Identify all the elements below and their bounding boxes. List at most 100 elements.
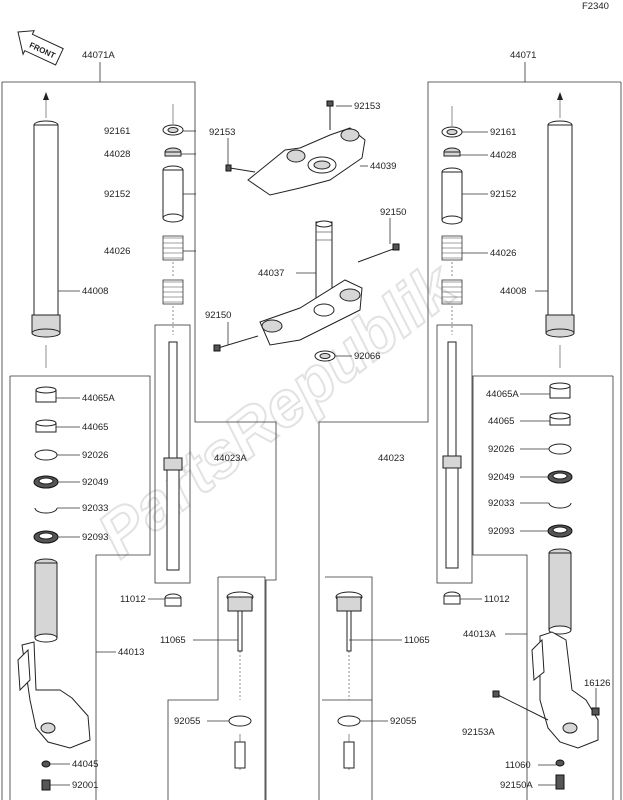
right-collar-11012 bbox=[443, 591, 461, 605]
left-assembly-outline bbox=[2, 81, 277, 800]
label-44037: 44037 bbox=[258, 268, 284, 279]
label-44008-left: 44008 bbox=[82, 286, 108, 297]
label-11060: 11060 bbox=[505, 760, 531, 771]
right-spring-44026 bbox=[441, 235, 463, 335]
label-44045: 44045 bbox=[72, 759, 98, 770]
left-circlip-92033 bbox=[34, 507, 58, 514]
label-44071A: 44071A bbox=[82, 50, 115, 61]
right-assembly-outline bbox=[318, 81, 621, 800]
right-bushing-44065A bbox=[549, 382, 571, 399]
left-inner-tube bbox=[17, 558, 91, 749]
right-cartridge-box bbox=[322, 576, 373, 800]
front-arrow-icon: FRONT bbox=[17, 30, 64, 66]
label-44026-right: 44026 bbox=[490, 248, 516, 259]
left-lower-group-box bbox=[10, 375, 151, 800]
label-92093-right: 92093 bbox=[488, 526, 514, 537]
left-damper-box bbox=[154, 324, 191, 584]
label-92055-right: 92055 bbox=[390, 716, 416, 727]
watermark: PartsRepublik bbox=[84, 247, 470, 571]
right-outer-tube bbox=[545, 92, 575, 368]
right-cartridge-11065 bbox=[335, 591, 363, 700]
left-cartridge-box bbox=[167, 576, 266, 800]
label-44026-left: 44026 bbox=[104, 246, 130, 257]
label-92049-right: 92049 bbox=[488, 472, 514, 483]
left-cap-92161 bbox=[162, 104, 184, 136]
left-oil-seal-92049 bbox=[33, 475, 59, 489]
label-44013-left: 44013 bbox=[118, 647, 144, 658]
label-44065A-right: 44065A bbox=[486, 389, 519, 400]
bolt-92153-left bbox=[225, 164, 256, 173]
right-cap-92161 bbox=[441, 106, 463, 138]
label-44023A: 44023A bbox=[214, 453, 247, 464]
label-92161-left: 92161 bbox=[104, 126, 130, 137]
label-44071: 44071 bbox=[510, 50, 536, 61]
right-bolt-92153A bbox=[492, 690, 549, 721]
label-44013A: 44013A bbox=[463, 629, 496, 640]
label-92001: 92001 bbox=[72, 780, 98, 791]
right-damper-box bbox=[436, 324, 473, 584]
label-44028-left: 44028 bbox=[104, 149, 130, 160]
label-92150-right: 92150 bbox=[380, 207, 406, 218]
leader-lines bbox=[50, 62, 597, 786]
right-damper-rod bbox=[442, 341, 462, 569]
label-44065-left: 44065 bbox=[82, 422, 108, 433]
label-92066: 92066 bbox=[354, 351, 380, 362]
seal-92066 bbox=[314, 350, 336, 362]
left-bolt-92001 bbox=[41, 779, 51, 791]
label-44065-right: 44065 bbox=[488, 416, 514, 427]
right-oil-seal-92049 bbox=[547, 470, 573, 484]
label-92161-right: 92161 bbox=[490, 127, 516, 138]
left-spring-44026 bbox=[162, 235, 184, 335]
label-11065-right: 11065 bbox=[404, 635, 430, 646]
label-92033-left: 92033 bbox=[82, 503, 108, 514]
right-circlip-92033 bbox=[548, 502, 572, 509]
label-44028-right: 44028 bbox=[490, 150, 516, 161]
label-11012-left: 11012 bbox=[120, 594, 146, 605]
left-washer-92026 bbox=[34, 449, 58, 461]
label-92152-left: 92152 bbox=[104, 189, 130, 200]
bolt-92150-right bbox=[357, 243, 400, 263]
left-washer-44045 bbox=[41, 760, 51, 768]
label-92150-left: 92150 bbox=[205, 310, 231, 321]
right-nut-44028 bbox=[443, 147, 461, 157]
ref-code: F2340 bbox=[582, 1, 609, 12]
label-11012-right: 11012 bbox=[484, 594, 510, 605]
right-collar-92152 bbox=[441, 167, 463, 225]
steering-stem-lower-clamp bbox=[259, 220, 363, 346]
right-dust-seal-92093 bbox=[547, 524, 573, 538]
left-oring-92055 bbox=[228, 715, 252, 770]
left-damper-rod bbox=[163, 341, 183, 571]
right-lower-group-box bbox=[472, 375, 613, 800]
label-92153-left: 92153 bbox=[209, 127, 235, 138]
left-bushing-44065 bbox=[35, 419, 57, 433]
bolt-92150-left bbox=[213, 335, 259, 352]
label-92026-left: 92026 bbox=[82, 450, 108, 461]
left-collar-92152 bbox=[162, 165, 184, 223]
label-92150A: 92150A bbox=[500, 780, 533, 791]
label-16126: 16126 bbox=[584, 678, 610, 689]
upper-triple-clamp bbox=[247, 127, 366, 196]
right-oring-92055 bbox=[337, 715, 361, 770]
label-44023: 44023 bbox=[378, 453, 404, 464]
label-44065A-left: 44065A bbox=[82, 393, 115, 404]
left-outer-tube bbox=[31, 92, 61, 368]
label-92152-right: 92152 bbox=[490, 189, 516, 200]
right-bolt-92150A bbox=[555, 774, 565, 790]
left-cartridge-11065 bbox=[226, 591, 254, 700]
right-bolt-16126 bbox=[591, 707, 600, 716]
label-92026-right: 92026 bbox=[488, 444, 514, 455]
left-dust-seal-92093 bbox=[33, 530, 59, 544]
right-washer-92026 bbox=[548, 443, 572, 455]
right-inner-tube bbox=[531, 548, 599, 749]
left-nut-44028 bbox=[164, 147, 182, 157]
label-44008-right: 44008 bbox=[500, 286, 526, 297]
label-11065-left: 11065 bbox=[160, 635, 186, 646]
label-92055-left: 92055 bbox=[174, 716, 200, 727]
label-92033-right: 92033 bbox=[488, 498, 514, 509]
part-labels: 44071A 44071 92153 92153 44039 92150 440… bbox=[72, 50, 610, 791]
left-collar-11012 bbox=[164, 593, 182, 607]
label-44039: 44039 bbox=[370, 161, 396, 172]
label-92153A: 92153A bbox=[462, 727, 495, 738]
label-92093-left: 92093 bbox=[82, 532, 108, 543]
